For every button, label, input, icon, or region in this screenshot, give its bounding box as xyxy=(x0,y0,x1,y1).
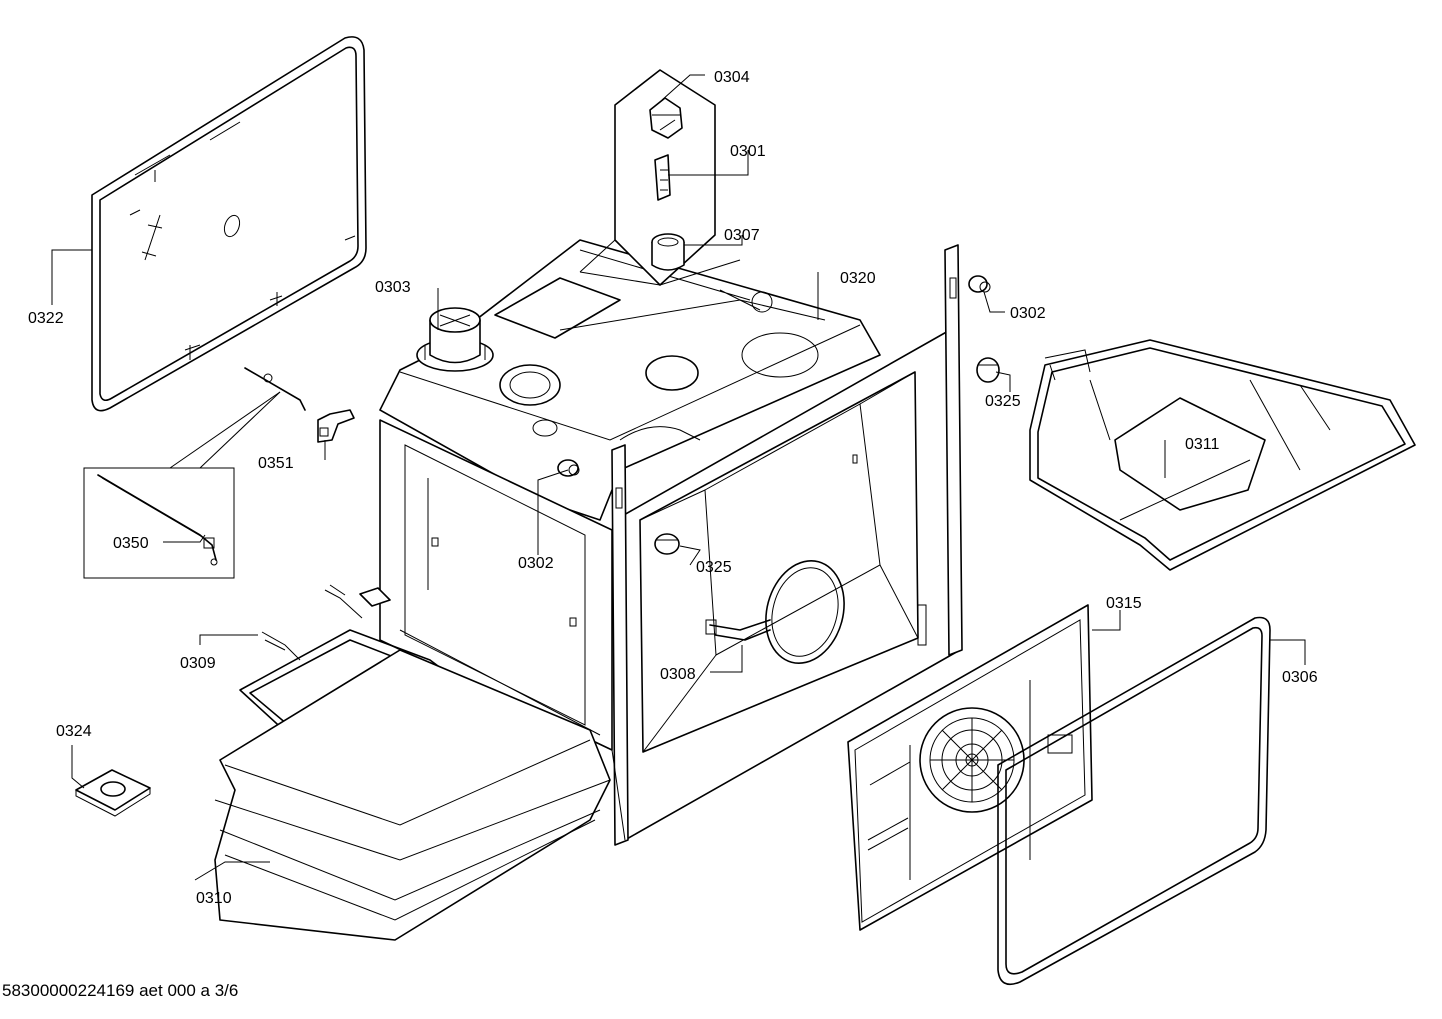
label-0302-left: 0302 xyxy=(518,555,554,572)
label-0301: 0301 xyxy=(730,143,766,160)
label-0310: 0310 xyxy=(196,890,232,907)
part-0310-insulation xyxy=(214,649,611,941)
part-0308-ring-heater xyxy=(705,560,845,664)
leader-lines xyxy=(51,74,1306,881)
label-0311: 0311 xyxy=(1185,436,1220,453)
label-0351: 0351 xyxy=(258,455,294,472)
part-labels: 0322 0303 0304 0301 0307 0320 0302 0325 … xyxy=(28,69,1318,907)
label-0324: 0324 xyxy=(56,723,92,740)
part-0350-probe-detail xyxy=(83,391,281,579)
label-0303: 0303 xyxy=(375,279,411,296)
label-0325-left: 0325 xyxy=(696,559,732,576)
drawing-number-footer: 58300000224169 aet 000 a 3/6 xyxy=(2,981,239,1000)
label-0309: 0309 xyxy=(180,655,216,672)
part-0324-washer xyxy=(75,769,151,817)
part-0302-bulb-socket xyxy=(557,275,991,477)
part-0311-top-heater xyxy=(1029,339,1416,571)
label-0320: 0320 xyxy=(840,270,876,287)
label-0304: 0304 xyxy=(714,69,750,86)
label-0322: 0322 xyxy=(28,310,64,327)
label-0350: 0350 xyxy=(113,535,149,552)
part-0306-door-gasket xyxy=(997,616,1271,986)
part-0325-lamp-cover xyxy=(654,357,1000,555)
part-0304-0301-0307-group xyxy=(579,69,741,286)
part-0322-back-panel xyxy=(91,36,367,412)
part-0351-bracket xyxy=(244,367,355,443)
label-0325-top: 0325 xyxy=(985,393,1021,410)
label-0307: 0307 xyxy=(724,227,760,244)
label-0302-top: 0302 xyxy=(1010,305,1046,322)
part-0303-motor-housing xyxy=(416,307,494,372)
label-0306: 0306 xyxy=(1282,669,1318,686)
label-0308: 0308 xyxy=(660,666,696,683)
label-0315: 0315 xyxy=(1106,595,1142,612)
